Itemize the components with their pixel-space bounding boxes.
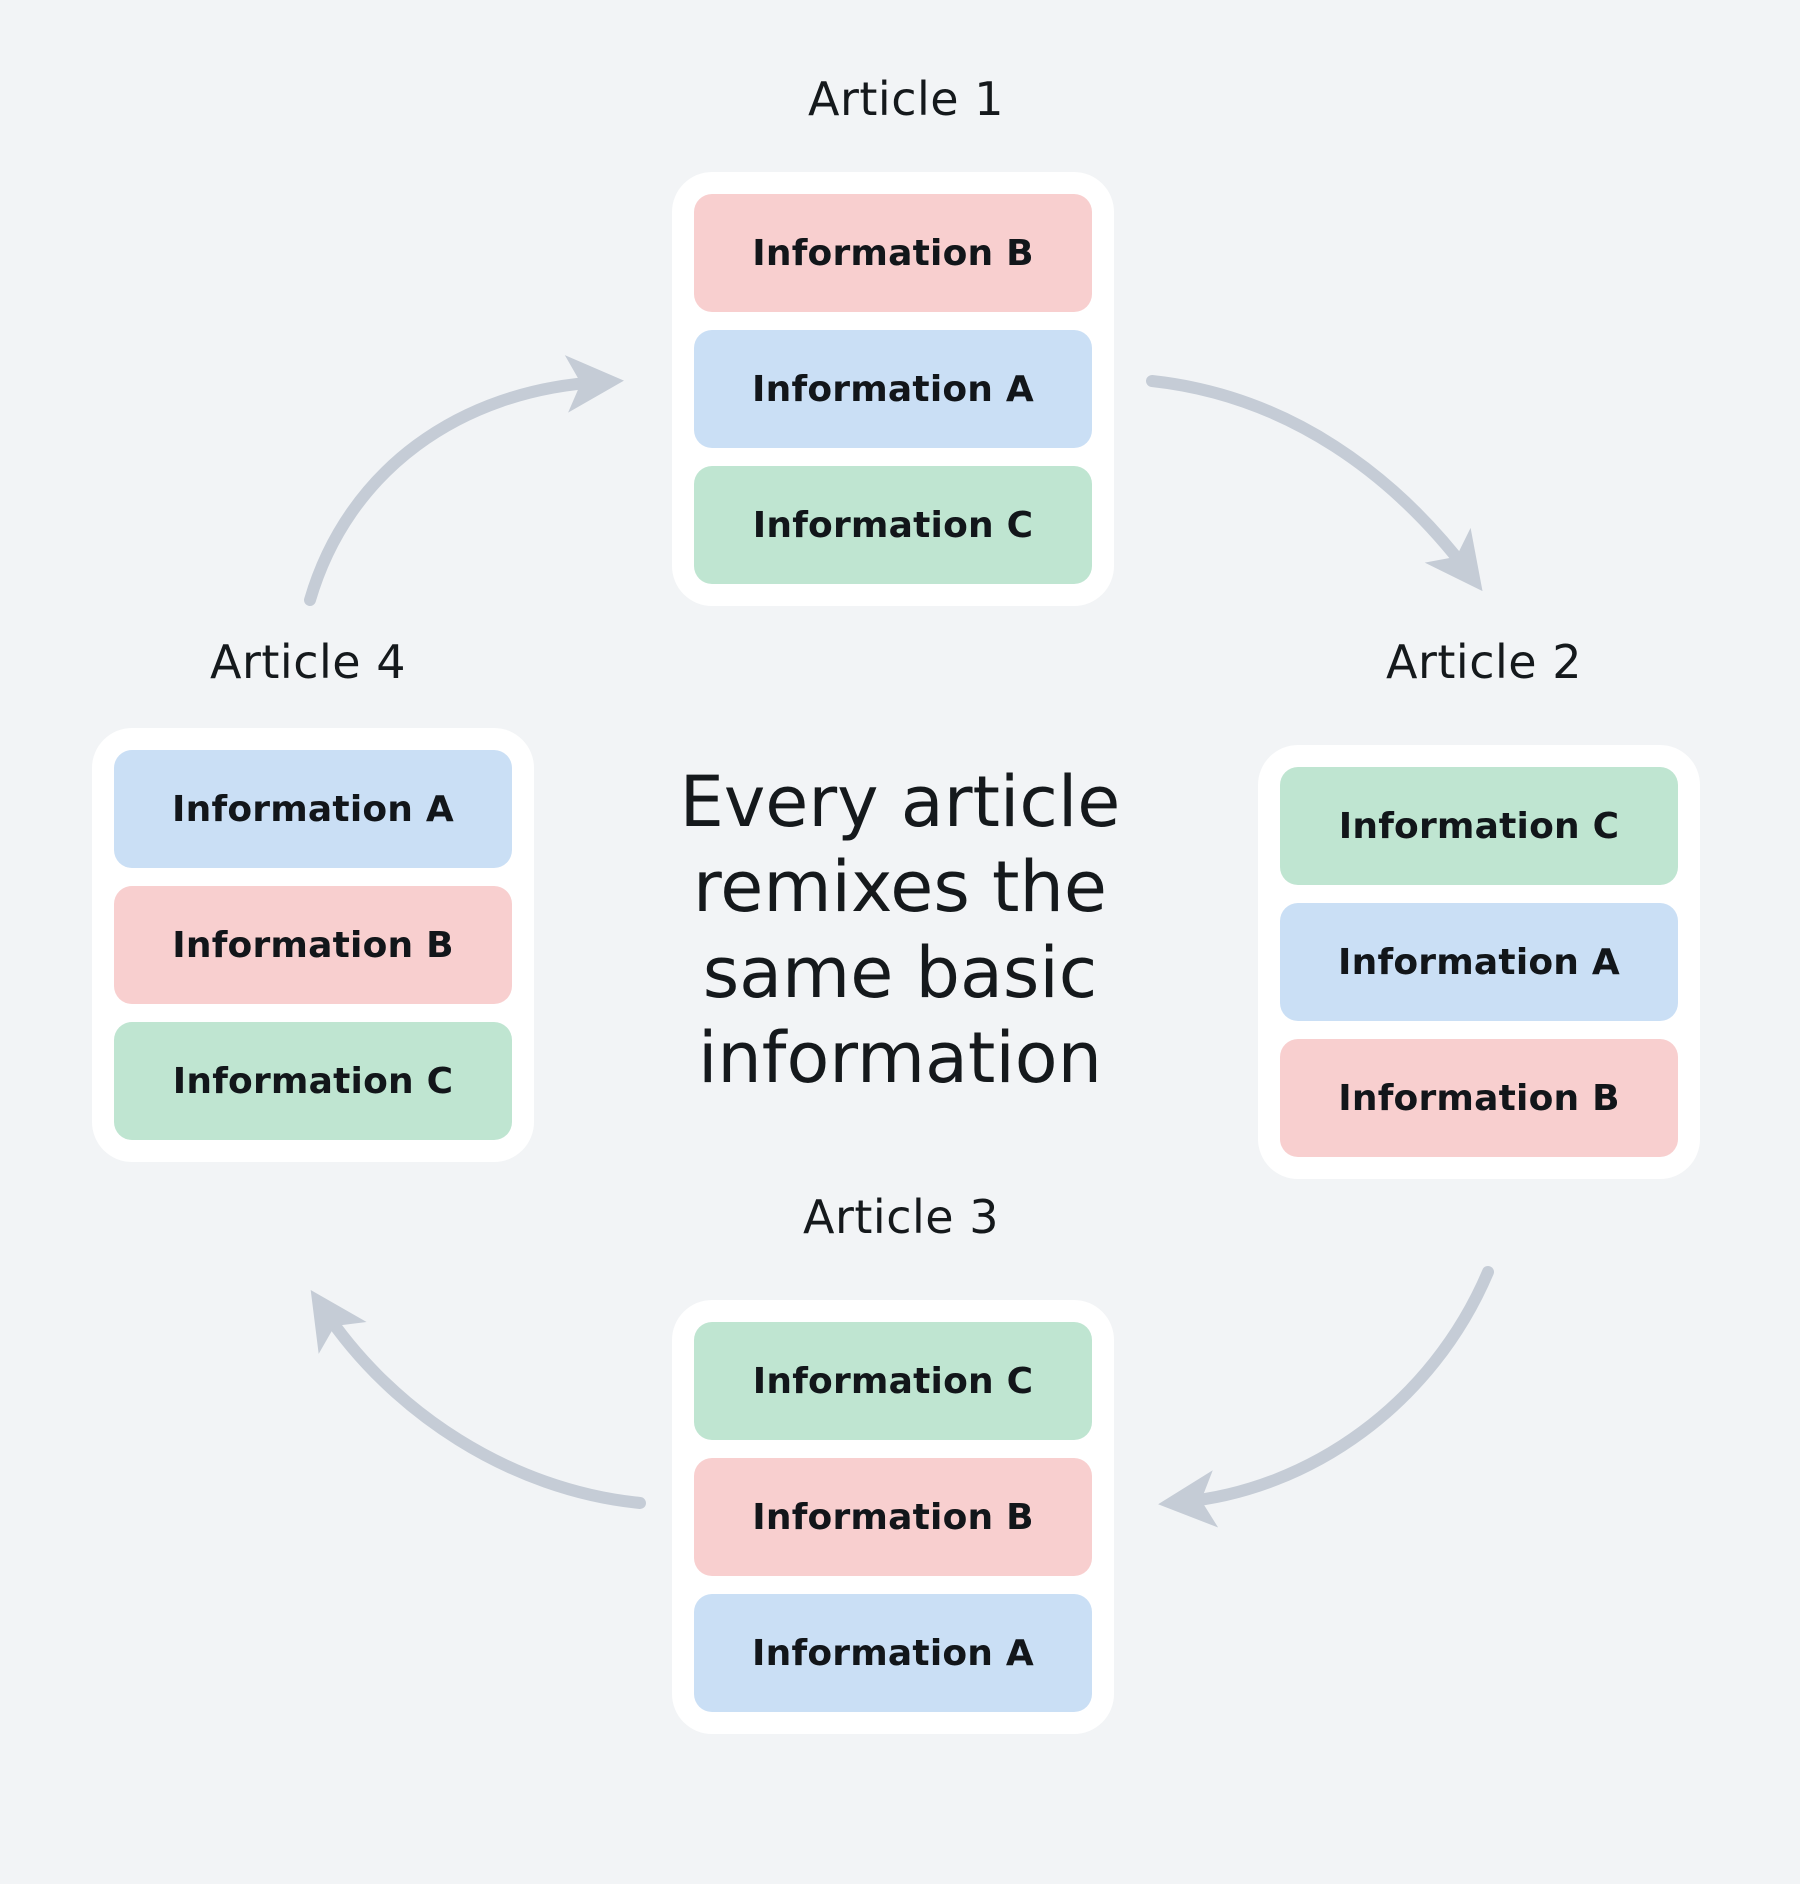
article-2-label: Article 2 bbox=[1386, 635, 1582, 689]
chip-information-c[interactable]: Information C bbox=[1280, 767, 1678, 885]
chip-information-b[interactable]: Information B bbox=[694, 1458, 1092, 1576]
arrow-2-to-3 bbox=[1158, 1266, 1494, 1528]
chip-information-a[interactable]: Information A bbox=[694, 1594, 1092, 1712]
caption-line-2: remixes the bbox=[693, 846, 1107, 929]
article-1-card[interactable]: Information B Information A Information … bbox=[672, 172, 1114, 606]
center-caption: Every article remixes the same basic inf… bbox=[620, 760, 1180, 1102]
article-4-label: Article 4 bbox=[210, 635, 406, 689]
chip-information-c[interactable]: Information C bbox=[114, 1022, 512, 1140]
chip-information-c[interactable]: Information C bbox=[694, 1322, 1092, 1440]
caption-line-4: information bbox=[697, 1017, 1102, 1100]
article-1-label: Article 1 bbox=[808, 72, 1004, 126]
chip-information-c[interactable]: Information C bbox=[694, 466, 1092, 584]
chip-information-b[interactable]: Information B bbox=[114, 886, 512, 1004]
chip-information-b[interactable]: Information B bbox=[694, 194, 1092, 312]
chip-information-a[interactable]: Information A bbox=[114, 750, 512, 868]
chip-information-a[interactable]: Information A bbox=[1280, 903, 1678, 1021]
arrow-3-to-4 bbox=[310, 1290, 646, 1509]
arrow-4-to-1 bbox=[304, 355, 624, 606]
chip-information-a[interactable]: Information A bbox=[694, 330, 1092, 448]
article-3-card[interactable]: Information C Information B Information … bbox=[672, 1300, 1114, 1734]
caption-line-3: same basic bbox=[702, 931, 1098, 1014]
article-4-card[interactable]: Information A Information B Information … bbox=[92, 728, 534, 1162]
article-2-card[interactable]: Information C Information A Information … bbox=[1258, 745, 1700, 1179]
article-3-label: Article 3 bbox=[803, 1190, 999, 1244]
chip-information-b[interactable]: Information B bbox=[1280, 1039, 1678, 1157]
arrow-1-to-2 bbox=[1146, 375, 1483, 592]
caption-line-1: Every article bbox=[679, 761, 1121, 843]
